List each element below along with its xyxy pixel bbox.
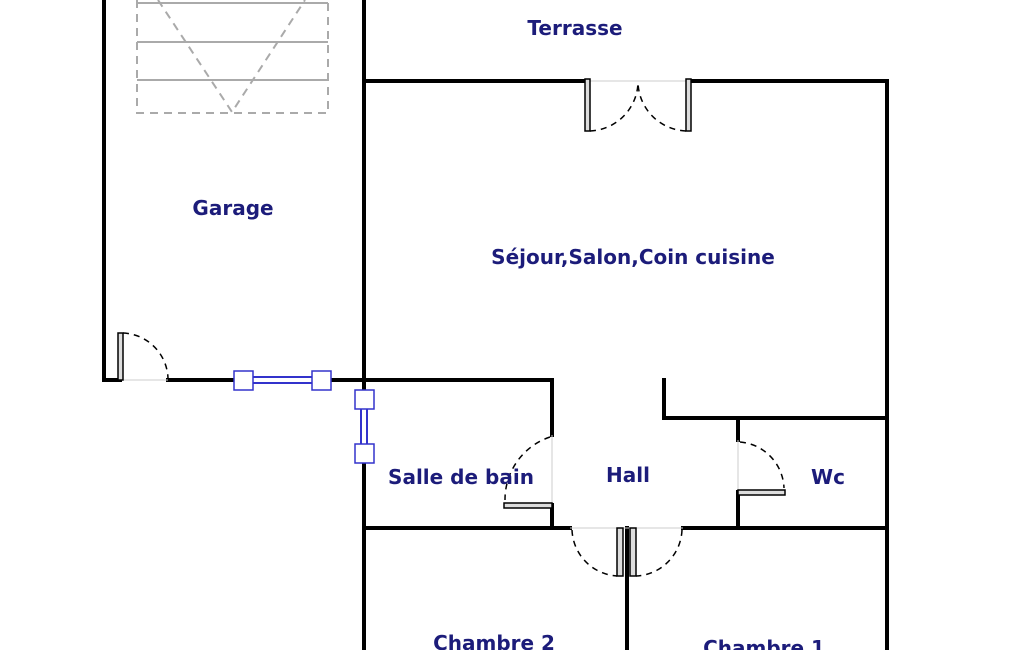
staircase (136, 0, 329, 114)
room-label-terrasse: Terrasse (527, 16, 622, 40)
window-salle-de-bain[interactable] (354, 389, 375, 464)
room-label-chambre-1: Chambre 1 (703, 636, 825, 650)
door-garage[interactable] (117, 332, 169, 381)
walls (102, 0, 889, 650)
room-label-chambre-2: Chambre 2 (433, 631, 555, 650)
window-garage[interactable] (233, 370, 332, 391)
room-label-garage: Garage (192, 196, 273, 220)
door-wc[interactable] (737, 440, 786, 496)
door-terrasse[interactable] (584, 78, 692, 132)
room-label-hall: Hall (606, 463, 650, 487)
door-chambres[interactable] (570, 527, 683, 577)
door-salle-de-bain[interactable] (503, 435, 553, 509)
room-label-wc: Wc (811, 465, 845, 489)
room-label-salle-de-bain: Salle de bain (388, 465, 534, 489)
room-label-sejour: Séjour,Salon,Coin cuisine (491, 245, 775, 269)
